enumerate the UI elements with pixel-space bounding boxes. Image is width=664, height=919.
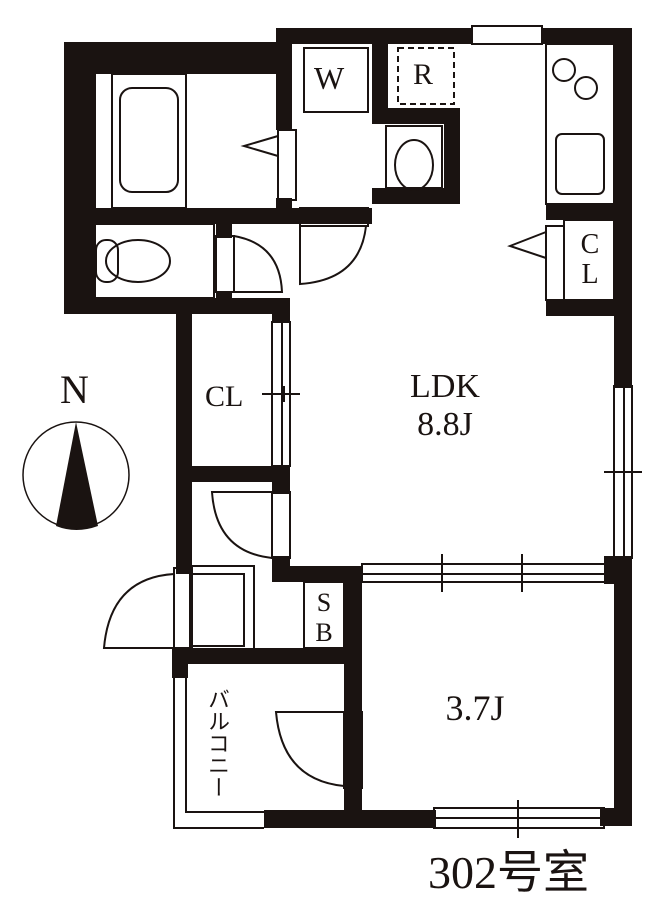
- washer-label: W: [314, 60, 345, 96]
- compass-north-label: N: [60, 367, 89, 412]
- shoe-box-label: S B: [315, 588, 333, 647]
- unit-number: 302号室: [428, 847, 589, 898]
- fixtures: [91, 25, 642, 838]
- ldk-label: LDK 8.8J: [390, 368, 500, 444]
- ldk-size: 8.8J: [417, 406, 473, 443]
- western-room-size: 3.7J: [445, 688, 505, 728]
- kitchen-closet-label: C L: [580, 229, 600, 290]
- closet-label: CL: [205, 380, 244, 413]
- balcony-label: バルコニー: [205, 688, 230, 798]
- ldk-name: LDK: [410, 368, 480, 405]
- north-arrow-icon: [22, 421, 130, 530]
- walls: [64, 28, 632, 828]
- refrigerator-label: R: [413, 58, 434, 91]
